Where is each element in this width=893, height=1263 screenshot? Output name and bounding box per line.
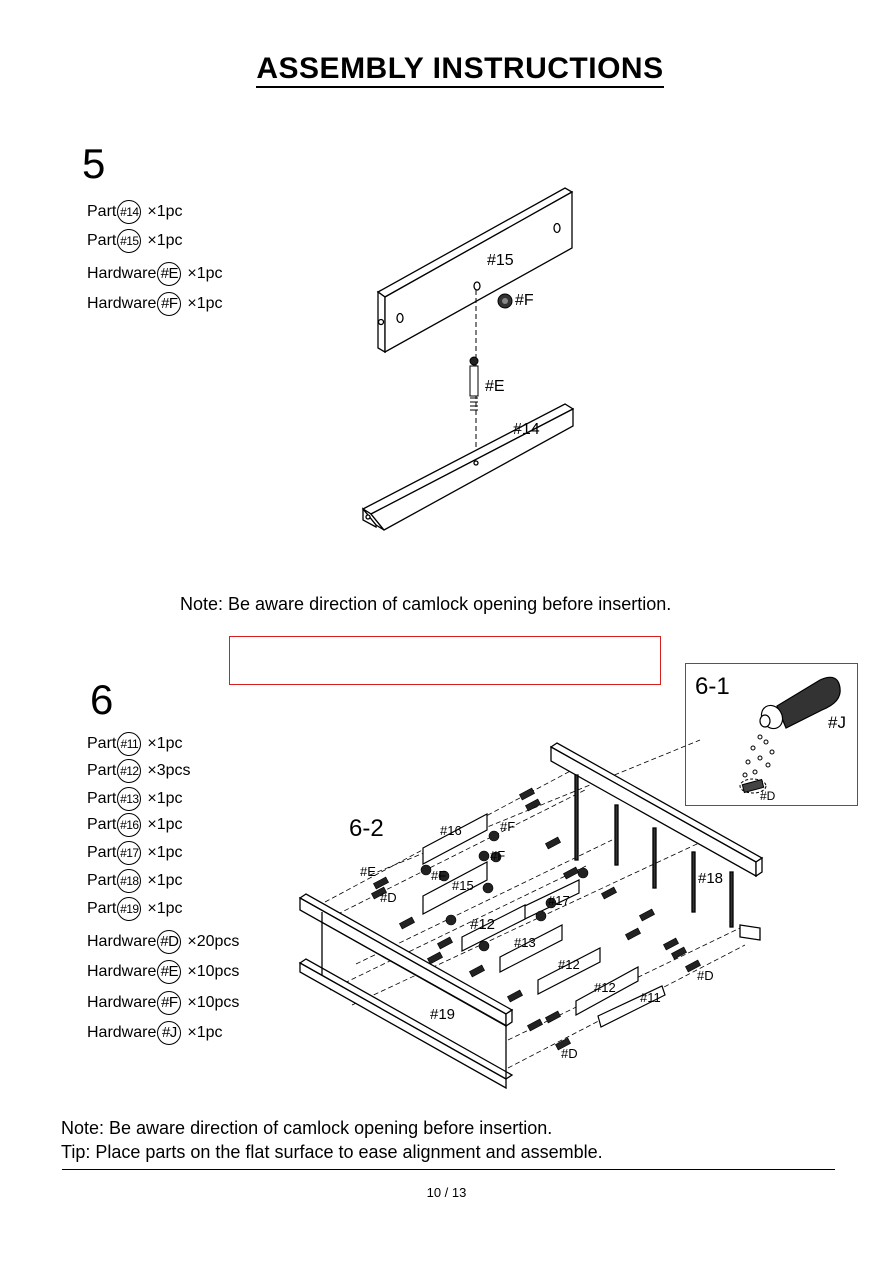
hardware-row: Hardware#E×1pc bbox=[87, 262, 223, 286]
camlock-bolt-e-icon bbox=[469, 356, 479, 411]
label-d-1: #D bbox=[380, 890, 397, 905]
board-12c bbox=[575, 965, 639, 1017]
parts-row: Part#19×1pc bbox=[87, 897, 182, 921]
step-5-number: 5 bbox=[82, 140, 106, 187]
label-14: #14 bbox=[513, 421, 540, 438]
hardware-row: Hardware#D×20pcs bbox=[87, 930, 239, 954]
label-16: #16 bbox=[440, 823, 462, 838]
label-12-b: #12 bbox=[558, 957, 580, 972]
label-e: #E bbox=[485, 378, 505, 395]
label-18: #18 bbox=[698, 870, 723, 887]
hardware-badge: #F bbox=[157, 991, 182, 1015]
part-badge: #15 bbox=[117, 229, 142, 253]
camlock-f-icon bbox=[497, 293, 513, 309]
part-badge: #16 bbox=[117, 813, 142, 837]
parts-row: Part#16×1pc bbox=[87, 813, 182, 837]
dowel-d-icon bbox=[739, 778, 767, 794]
detail-6-1-box bbox=[685, 663, 858, 806]
hardware-badge: #F bbox=[157, 292, 182, 316]
label-12-a: #12 bbox=[470, 916, 495, 933]
label-f-1: #F bbox=[500, 819, 515, 834]
board-12a bbox=[461, 904, 526, 952]
label-11: #11 bbox=[640, 990, 661, 1005]
label-d-2: #D bbox=[697, 968, 714, 983]
back-panel-18 bbox=[549, 742, 764, 941]
hardware-badge: #J bbox=[157, 1021, 182, 1045]
label-d-3: #D bbox=[561, 1046, 578, 1061]
parts-row: Part#17×1pc bbox=[87, 841, 182, 865]
parts-row: Part#13×1pc bbox=[87, 787, 182, 811]
glue-drops-icon bbox=[742, 734, 775, 778]
hardware-row: Hardware#E×10pcs bbox=[87, 960, 239, 984]
hardware-badge: #E bbox=[157, 262, 182, 286]
part-badge: #11 bbox=[117, 732, 142, 756]
label-15: #15 bbox=[452, 878, 474, 893]
hardware-row: Hardware#F×10pcs bbox=[87, 991, 239, 1015]
step-6-number: 6 bbox=[90, 676, 114, 723]
board-16 bbox=[422, 813, 488, 865]
part-badge: #19 bbox=[117, 897, 142, 921]
step-5-note: Note: Be aware direction of camlock open… bbox=[180, 594, 672, 614]
detail-6-1-title: 6-1 bbox=[695, 673, 730, 700]
part-badge: #17 bbox=[117, 841, 142, 865]
detail-6-2-title: 6-2 bbox=[349, 815, 384, 842]
hardware-row: Hardware#J×1pc bbox=[87, 1021, 223, 1045]
hardware-row: Hardware#F×1pc bbox=[87, 292, 223, 316]
board-15 bbox=[422, 861, 488, 915]
board-11 bbox=[597, 985, 666, 1028]
parts-row: Part#12×3pcs bbox=[87, 759, 190, 783]
step-6-note: Note: Be aware direction of camlock open… bbox=[61, 1118, 553, 1138]
board-15 bbox=[376, 187, 574, 354]
board-13 bbox=[499, 924, 563, 973]
parts-row: Part#11×1pc bbox=[87, 732, 182, 756]
part-badge: #13 bbox=[117, 787, 142, 811]
label-12-c: #12 bbox=[594, 980, 616, 995]
step-6-tip: Tip: Place parts on the flat surface to … bbox=[61, 1142, 603, 1162]
page-number: 10 / 13 bbox=[426, 1185, 467, 1200]
hardware-pieces bbox=[371, 787, 701, 1051]
rail-14 bbox=[361, 403, 575, 531]
part-badge: #12 bbox=[117, 759, 142, 783]
part-badge: #18 bbox=[117, 869, 142, 893]
label-f: #F bbox=[515, 292, 534, 309]
label-f-2: #F bbox=[490, 848, 505, 863]
label-17: #17 bbox=[548, 893, 570, 908]
parts-row: Part#14×1pc bbox=[87, 200, 182, 224]
highlight-box bbox=[229, 636, 661, 685]
hardware-badge: #E bbox=[157, 960, 182, 984]
footer-divider bbox=[62, 1169, 835, 1170]
page-title: ASSEMBLY INSTRUCTIONS bbox=[0, 52, 893, 88]
parts-row: Part#18×1pc bbox=[87, 869, 182, 893]
label-j: #J bbox=[828, 713, 846, 732]
label-f-3: #F bbox=[431, 868, 446, 883]
label-d-detail: #D bbox=[760, 789, 776, 803]
label-e: #E bbox=[360, 864, 376, 879]
part-badge: #14 bbox=[117, 200, 142, 224]
label-13: #13 bbox=[514, 935, 536, 950]
front-panel-19 bbox=[298, 893, 514, 1090]
glue-bottle-icon bbox=[759, 676, 841, 730]
label-19: #19 bbox=[430, 1006, 455, 1023]
hardware-badge: #D bbox=[157, 930, 182, 954]
parts-row: Part#15×1pc bbox=[87, 229, 182, 253]
board-12b bbox=[537, 947, 601, 995]
label-15: #15 bbox=[487, 252, 514, 269]
